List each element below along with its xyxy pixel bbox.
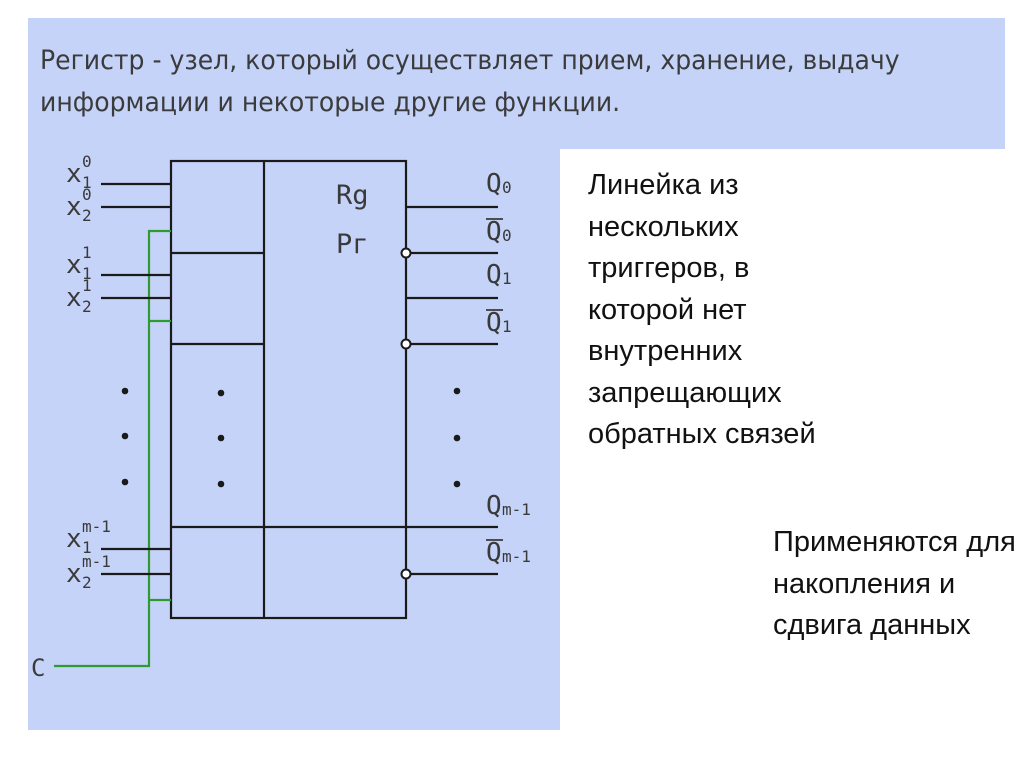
inversion-circle [400,247,412,259]
ellipsis-dot [121,478,129,486]
input-label-sub: 1 [82,538,92,557]
output-label-sub: 0 [502,226,512,245]
input-label-base: x [66,283,82,313]
input-label-sup: 0 [82,152,92,171]
ellipsis-dot [217,434,225,442]
register-label-rg: Rg [336,180,369,211]
ellipsis-dot [217,480,225,488]
input-label-sub: 1 [82,264,92,283]
input-label-sub: 2 [82,297,92,316]
header-panel [28,18,1005,149]
input-wires [101,182,171,576]
register-block [169,159,408,620]
ellipsis-dots [121,387,461,488]
ellipsis-dot [121,432,129,440]
ellipsis-dot [453,480,461,488]
input-label-sup: m-1 [82,517,111,536]
inversion-circle [400,568,412,580]
input-label-sub: 2 [82,573,92,592]
register-label-pr: Рг [336,229,369,260]
output-label-sub: 0 [502,178,512,197]
output-label-base: Q [486,308,502,338]
clock-bus [54,229,171,668]
output-wires [406,205,498,576]
register-description: Линейка из нескольких триггеров, в котор… [588,169,816,450]
ellipsis-dot [453,387,461,395]
register-usage: Применяются для накопления и сдвига данн… [773,526,1016,641]
input-label-sup: 1 [82,276,92,295]
clock-label: C [31,654,45,682]
output-label-base: Q [486,217,502,247]
inversion-circle [400,338,412,350]
ellipsis-dot [121,387,129,395]
input-label-base: x [66,250,82,280]
output-label-base: Q [486,260,502,290]
ellipsis-dot [453,434,461,442]
ellipsis-dot [217,389,225,397]
input-label-base: x [66,159,82,189]
input-label-base: x [66,559,82,589]
input-label-sub: 1 [82,173,92,192]
output-label-sub: m-1 [502,547,531,566]
output-label-base: Q [486,538,502,568]
output-label-sub: 1 [502,317,512,336]
output-label-sub: m-1 [502,500,531,519]
output-label-base: Q [486,491,502,521]
output-label-sub: 1 [502,269,512,288]
inversion-circles [400,247,412,580]
input-label-sup: m-1 [82,552,111,571]
input-label-sup: 1 [82,243,92,262]
input-label-sub: 2 [82,206,92,225]
output-label-base: Q [486,169,502,199]
input-label-sup: 0 [82,185,92,204]
register-definition: Регистр - узел, который осуществляет при… [40,45,900,118]
input-label-base: x [66,524,82,554]
input-label-base: x [66,192,82,222]
